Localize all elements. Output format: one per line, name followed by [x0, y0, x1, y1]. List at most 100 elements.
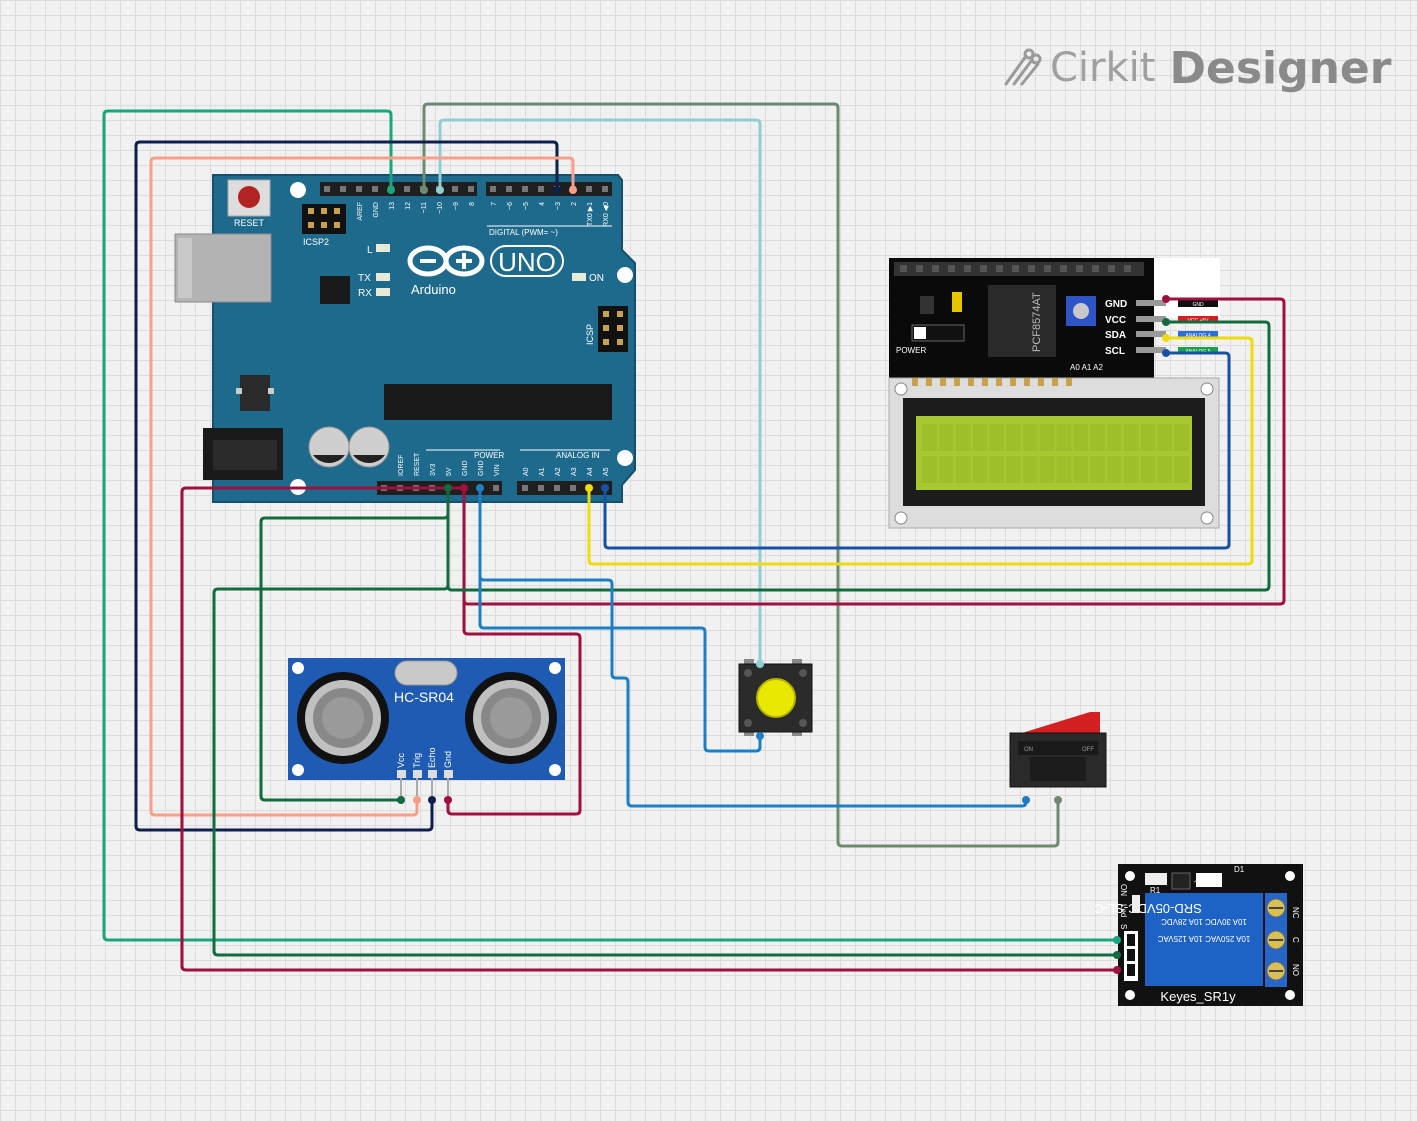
transducer-left — [297, 672, 389, 764]
wire-endpoint[interactable] — [387, 186, 395, 194]
wire[interactable] — [462, 297, 1286, 606]
button-cap[interactable] — [756, 678, 796, 718]
wire[interactable] — [446, 320, 1271, 592]
wire-endpoint[interactable] — [1054, 796, 1062, 804]
wire[interactable] — [180, 486, 1119, 972]
wire-endpoint[interactable] — [585, 484, 593, 492]
header-pin[interactable] — [554, 485, 560, 491]
rocker-toggle[interactable] — [1022, 712, 1100, 737]
sensor-pin-label: Vcc — [396, 752, 406, 768]
relay-input-header — [1124, 931, 1138, 981]
lcd-pin-label: SDA — [1105, 330, 1126, 341]
relay-label-led: Led — [1119, 904, 1128, 917]
push-button[interactable] — [738, 659, 813, 736]
wire-endpoint[interactable] — [1162, 295, 1170, 303]
header-pin[interactable] — [468, 186, 474, 192]
wire-endpoint[interactable] — [1113, 951, 1121, 959]
wire-endpoint[interactable] — [397, 796, 405, 804]
wire-endpoint[interactable] — [553, 186, 561, 194]
lcd-pin[interactable] — [1136, 347, 1166, 353]
header-pin[interactable] — [340, 186, 346, 192]
digital-pin-label: ~10 — [437, 202, 444, 214]
wire-endpoint[interactable] — [476, 484, 484, 492]
header-pin[interactable] — [586, 186, 592, 192]
power-pin-label: IOREF — [398, 455, 405, 476]
transducer-right — [465, 672, 557, 764]
sensor-pin[interactable] — [397, 770, 406, 778]
wire-endpoint[interactable] — [756, 660, 764, 668]
relay-model-label: Keyes_SR1y — [1160, 989, 1236, 1004]
lcd-pin[interactable] — [1136, 316, 1166, 322]
lcd-pin-tag — [1178, 316, 1218, 323]
digital-pin-label: RX0 ◀0 — [603, 202, 610, 227]
wire-endpoint[interactable] — [436, 186, 444, 194]
header-pin[interactable] — [356, 186, 362, 192]
header-pin[interactable] — [522, 186, 528, 192]
header-pin[interactable] — [522, 485, 528, 491]
sensor-pin[interactable] — [428, 770, 437, 778]
header-pin[interactable] — [493, 485, 499, 491]
analog-header — [517, 481, 612, 495]
arduino-board[interactable] — [212, 174, 636, 503]
sensor-pin[interactable] — [444, 770, 453, 778]
analog-label: ANALOG IN — [556, 451, 600, 460]
header-pin[interactable] — [324, 186, 330, 192]
wire[interactable] — [102, 109, 1119, 942]
header-pin[interactable] — [372, 186, 378, 192]
relay-module[interactable]: R1 Q1 D1 SRD-05VDC-SL-C 10A 30VDC 10A 28… — [1094, 864, 1303, 1006]
analog-pin-label: A3 — [571, 467, 578, 476]
wire-endpoint[interactable] — [756, 732, 764, 740]
wire-endpoint[interactable] — [460, 484, 468, 492]
wire-endpoint[interactable] — [1162, 318, 1170, 326]
analog-pin-label: A1 — [539, 467, 546, 476]
wire[interactable] — [478, 486, 762, 753]
wire-endpoint[interactable] — [1162, 334, 1170, 342]
header-pin[interactable] — [570, 485, 576, 491]
header-pin[interactable] — [506, 186, 512, 192]
lcd-pin[interactable] — [1136, 331, 1166, 337]
wire-endpoint[interactable] — [1113, 936, 1121, 944]
header-pin[interactable] — [538, 485, 544, 491]
wire-endpoint[interactable] — [601, 484, 609, 492]
header-pin[interactable] — [538, 186, 544, 192]
relay-terminal-nc: NC — [1291, 907, 1300, 919]
brand-name-bold: Designer — [1169, 42, 1392, 94]
wire-endpoint[interactable] — [1113, 966, 1121, 974]
wire[interactable] — [422, 102, 1060, 848]
wire[interactable] — [134, 140, 559, 832]
wire-endpoint[interactable] — [413, 796, 421, 804]
uno-logo-text: UNO — [498, 247, 556, 277]
wire-endpoint[interactable] — [1022, 796, 1030, 804]
wire[interactable] — [446, 486, 582, 816]
wire-endpoint[interactable] — [1162, 349, 1170, 357]
header-pin[interactable] — [602, 186, 608, 192]
wire-endpoint[interactable] — [428, 796, 436, 804]
wire[interactable] — [438, 118, 762, 666]
wire[interactable] — [149, 156, 575, 817]
wire-endpoint[interactable] — [444, 796, 452, 804]
wire-endpoint[interactable] — [569, 186, 577, 194]
lcd-pin[interactable] — [1136, 300, 1166, 306]
header-pin[interactable] — [490, 186, 496, 192]
arduino-brand-text: Arduino — [411, 282, 456, 297]
rocker-on-label: ON — [1024, 747, 1033, 753]
mounting-hole — [290, 182, 306, 198]
header-pin[interactable] — [404, 186, 410, 192]
analog-pin-label: A2 — [555, 467, 562, 476]
led-l-label: L — [367, 245, 373, 256]
lcd-i2c-chip — [988, 285, 1056, 357]
arduino-uno[interactable]: RESET ICSP2 — [174, 174, 636, 503]
relay-label-on: ON — [1119, 884, 1128, 896]
wire-endpoint[interactable] — [444, 484, 452, 492]
wire[interactable] — [587, 336, 1254, 566]
digital-pin-label: ~9 — [453, 202, 460, 210]
header-pin[interactable] — [452, 186, 458, 192]
rocker-switch[interactable]: ON OFF — [1009, 712, 1107, 788]
wire[interactable] — [478, 486, 1028, 808]
wire-endpoint[interactable] — [420, 186, 428, 194]
wire[interactable] — [603, 351, 1231, 550]
sensor-pin[interactable] — [413, 770, 422, 778]
